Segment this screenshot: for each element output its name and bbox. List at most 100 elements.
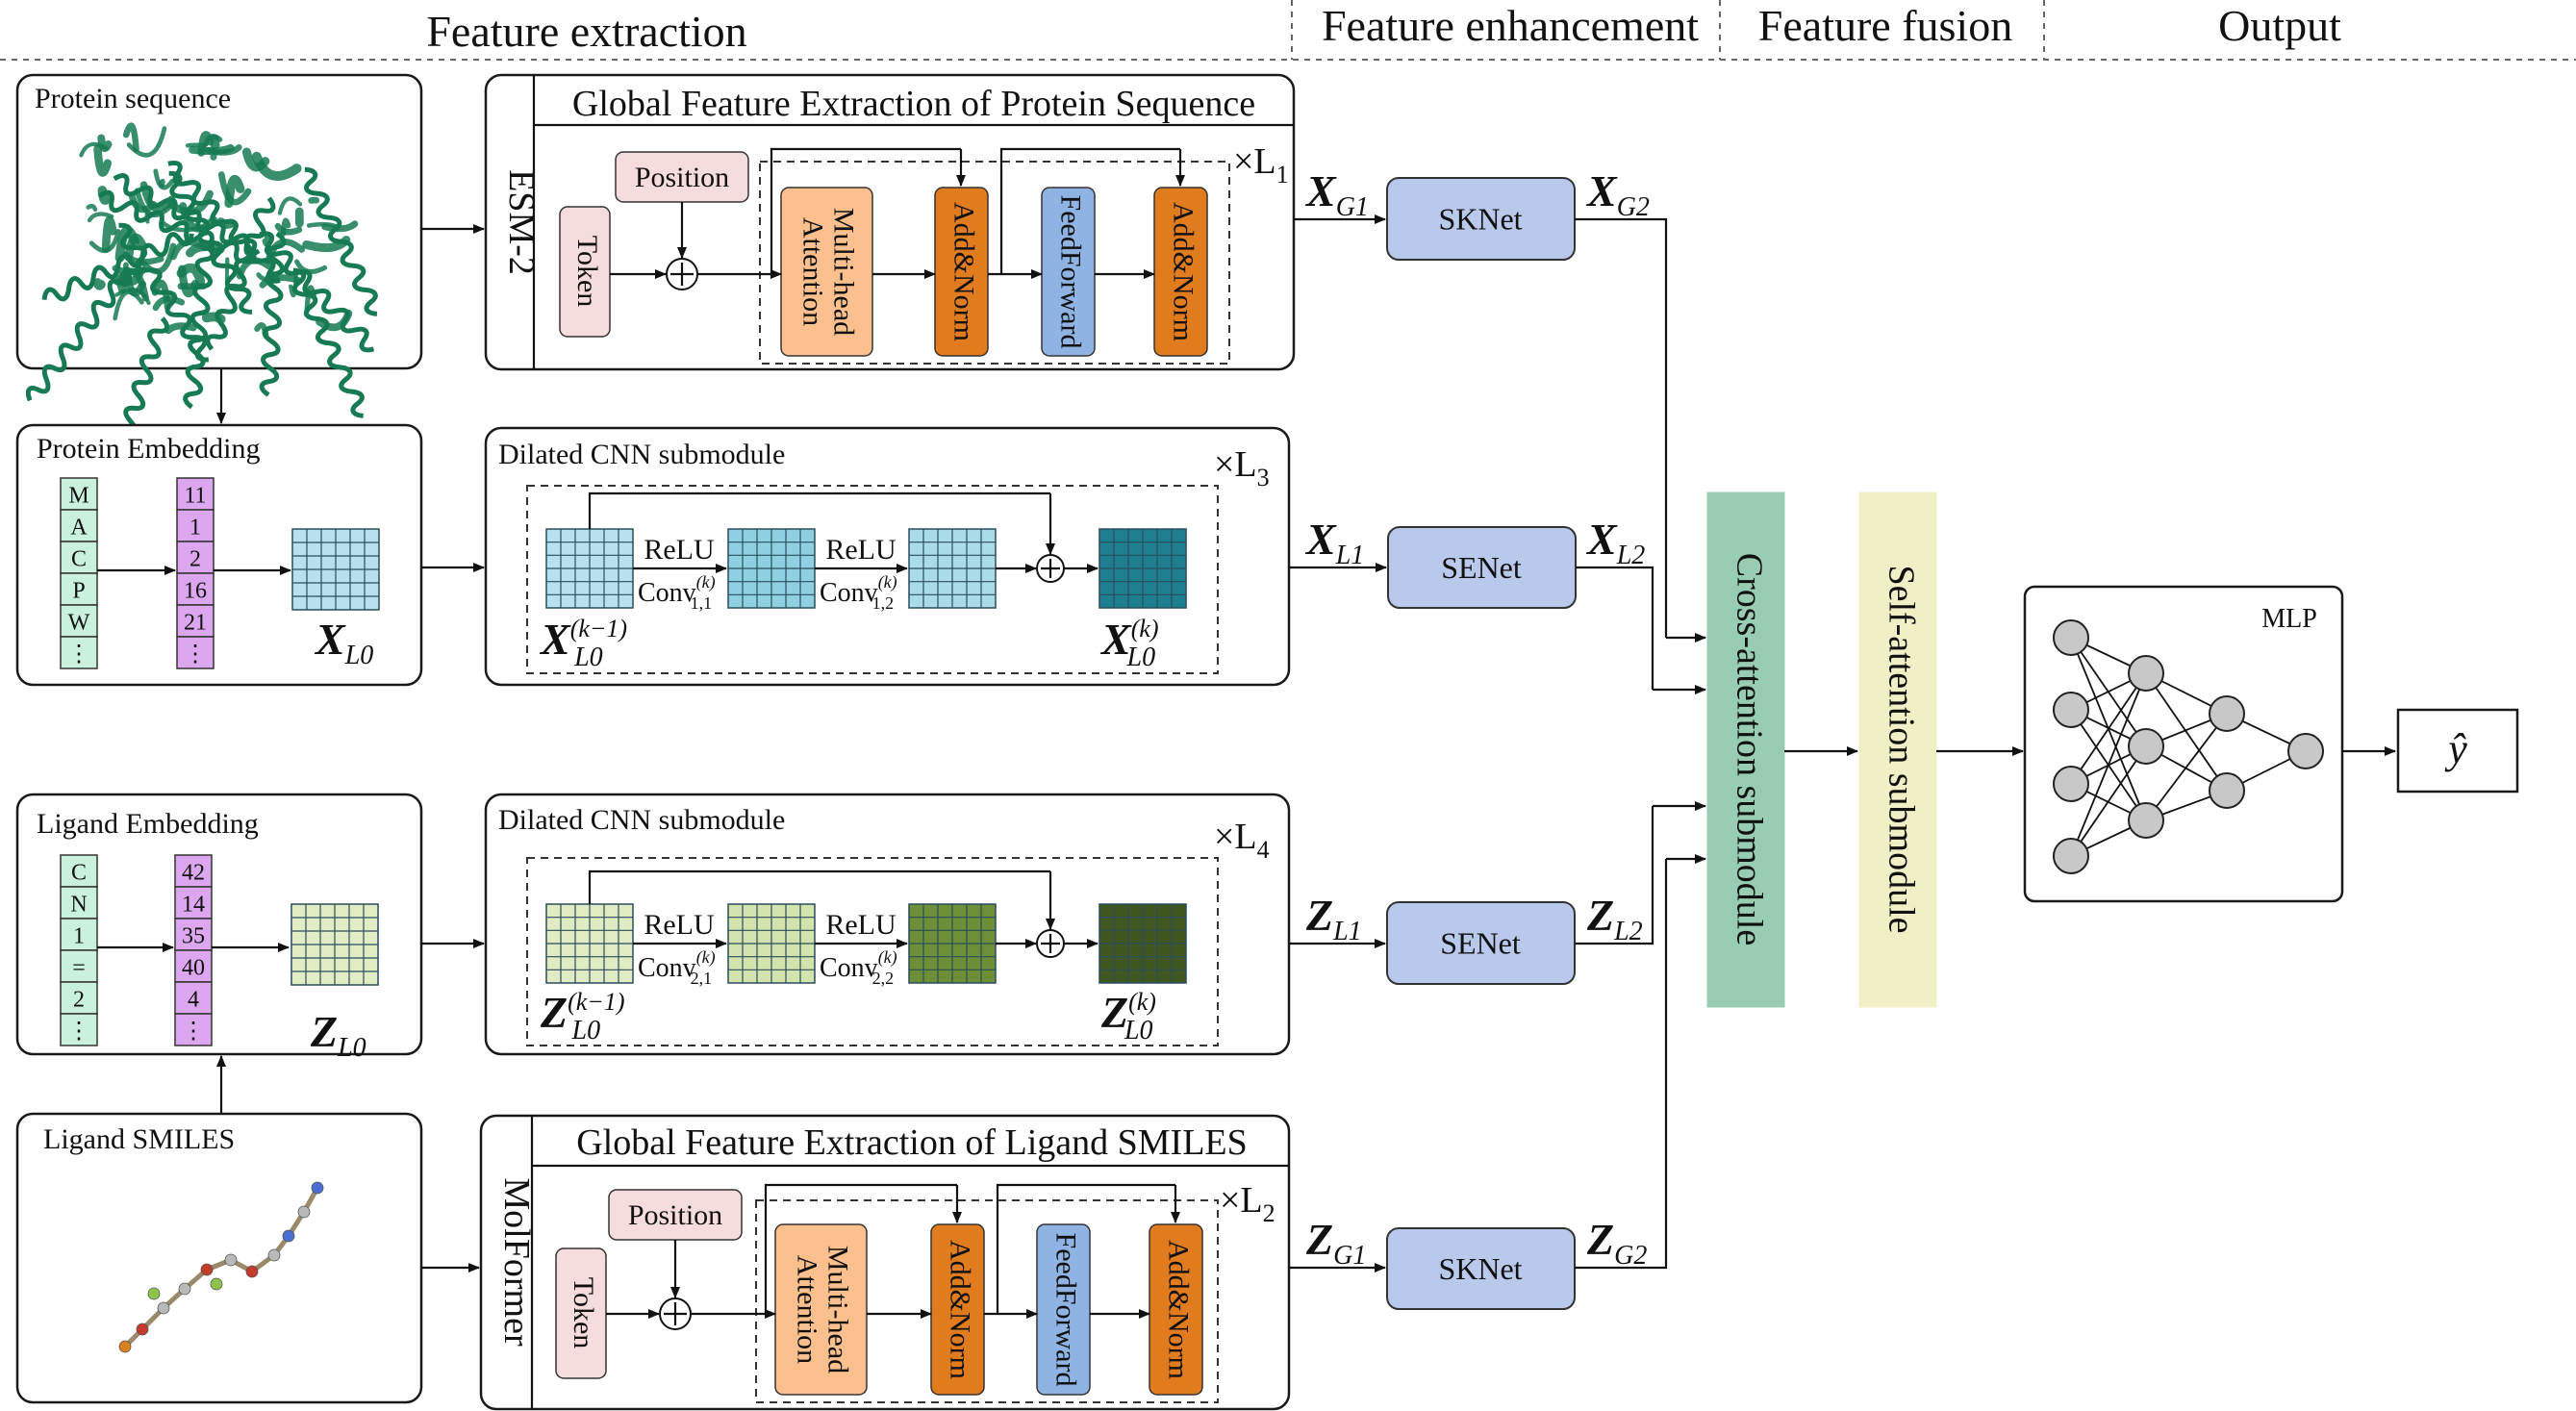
protein-index-text: 11 [184,484,206,509]
mlp-node [2209,695,2245,732]
protein-strand [113,290,144,321]
atom [224,1253,238,1267]
atom [210,1277,223,1291]
enhance-output-var: ZL2 [1586,891,1643,946]
esm-model-label: ESM-2 [501,169,542,275]
ligand-embedding-grid [290,903,379,986]
connector-to-fusion [1576,566,1654,690]
svg-text:SKNet: SKNet [1438,1251,1522,1286]
residual-skip [588,869,1050,904]
protein-helix [167,161,281,284]
protein-helix [118,222,209,363]
senet-box: SENet [1387,526,1577,609]
enhance-input-var: ZG1 [1305,1215,1366,1271]
ligand-letter-cell: 1 [60,918,98,951]
conv1-grid [727,903,816,984]
conv1-grid [727,528,816,609]
ligand-index-cell: ⋮ [174,1013,213,1046]
cnn-protein-panel [484,426,1291,687]
protein-letter-cell: M [60,477,98,511]
svg-text:Multi-headAttention: Multi-headAttention [797,208,860,336]
multihead-attention-box: Multi-headAttention [774,1223,868,1396]
cnn-ligand-title: Dilated CNN submodule [498,804,785,836]
protein-strand [86,203,98,212]
protein-strand [152,295,186,312]
svg-text:Multi-headAttention: Multi-headAttention [792,1246,854,1373]
protein-letter-text: C [71,547,87,572]
protein-strand [277,196,303,215]
atom [178,1282,191,1296]
ligand-letter-text: 2 [73,988,85,1013]
protein-index-cell: 1 [176,509,215,542]
protein-strand [114,267,149,302]
cross-attention-submodule [1706,491,1785,1008]
ligand-letter-text: = [72,956,86,981]
protein-index-text: 2 [189,547,201,572]
protein-index-text: 16 [184,579,207,604]
ligand-molecule-image [118,1181,324,1353]
protein-strand [114,225,139,263]
protein-strand [210,134,220,161]
enhance-input-var: XG1 [1304,166,1369,222]
ligand-letter-cell: N [60,886,98,920]
enhance-output-var: XG2 [1585,166,1650,222]
protein-strand [92,278,106,290]
protein-index-cell: 11 [176,477,215,511]
protein-index-text: ⋮ [184,643,207,668]
enhance-output-var: ZG2 [1586,1215,1647,1271]
svg-text:SKNet: SKNet [1438,202,1522,237]
section-output: Output [2218,1,2341,50]
protein-grid-cells [291,528,380,611]
ligand-embedding-var: ZL0 [310,1007,366,1063]
position-box: Position [608,1189,743,1241]
protein-strand [79,141,109,158]
protein-strand [122,122,139,153]
section-dividers [0,0,2576,61]
mlp-node [2053,619,2089,656]
output-label: ŷ [2444,725,2467,772]
ligand-index-text: ⋮ [182,1020,205,1045]
atom [136,1323,149,1336]
protein-strand [139,242,177,275]
residual-skip [588,491,1050,529]
protein-helix [291,267,365,418]
atom [311,1181,324,1195]
molformer-title: Global Feature Extraction of Ligand SMIL… [576,1122,1248,1163]
sknet-box: SKNet [1386,177,1576,261]
protein-letter-cell: ⋮ [60,636,98,669]
ligand-index-cell: 42 [174,854,213,888]
enhance-input-var: ZL1 [1305,891,1362,946]
connector-to-fusion [1575,859,1668,1270]
mlp-node [2128,728,2164,765]
ligand-letter-cell: ⋮ [60,1013,98,1046]
enhance-output-var: XL2 [1585,515,1645,570]
repeat-label: ×L2 [1220,1180,1275,1227]
section-feature-extraction: Feature extraction [426,7,746,56]
atom [200,1263,214,1276]
cross-attention-label: Cross-attention submodule [1729,553,1769,945]
conv2-grid [908,903,997,984]
protein-strand [87,212,114,223]
protein-letter-cell: P [60,572,98,606]
repeat-region [755,1199,1219,1403]
ligand-index-cell: 35 [174,918,213,951]
mlp-node [2053,692,2089,728]
output-var: X(k)L0 [1099,615,1159,672]
ligand-index-cell: 14 [174,886,213,920]
protein-structure-image [25,122,378,474]
atom [118,1340,132,1353]
protein-strand [93,144,113,177]
relu-label: ReLU [825,909,897,941]
atom [157,1301,170,1315]
protein-letter-cell: A [60,509,98,542]
residual-2 [999,147,1180,274]
protein-letter-text: A [70,516,88,541]
ligand-index-cell: 40 [174,949,213,983]
